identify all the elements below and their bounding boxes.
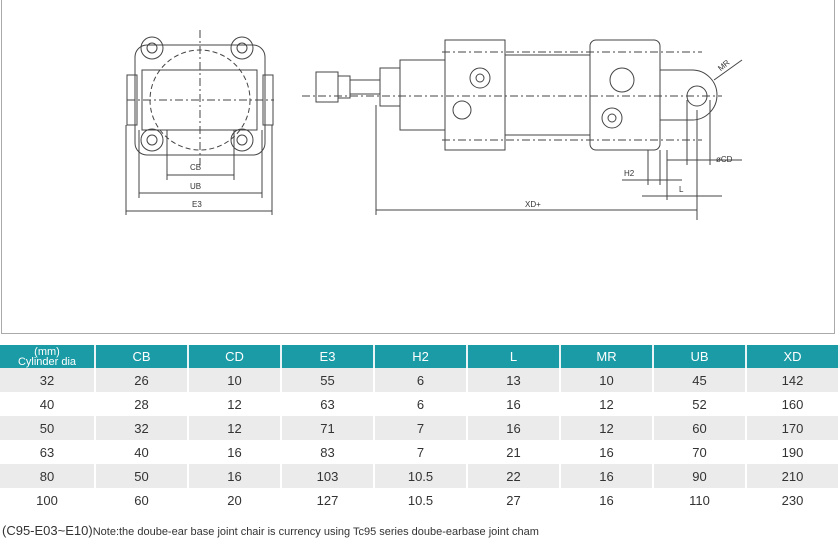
table-cell: 170 bbox=[746, 416, 840, 440]
table-cell: 100 bbox=[0, 488, 96, 512]
table-cell: 12 bbox=[188, 416, 282, 440]
table-cell: 50 bbox=[0, 416, 96, 440]
header-h2: H2 bbox=[374, 345, 468, 368]
table-cell: 6 bbox=[374, 392, 468, 416]
table-cell: 160 bbox=[746, 392, 840, 416]
header-unit: (mm) bbox=[34, 345, 60, 358]
table-cell: 52 bbox=[653, 392, 747, 416]
table-cell: 60 bbox=[95, 488, 189, 512]
label-xd: XD+ bbox=[525, 200, 541, 209]
table-cell: 70 bbox=[653, 440, 747, 464]
table-cell: 26 bbox=[95, 368, 189, 392]
table-cell: 28 bbox=[95, 392, 189, 416]
table-cell: 63 bbox=[0, 440, 96, 464]
note-text: Note:the doube-ear base joint chair is c… bbox=[92, 526, 539, 538]
header-cd: CD bbox=[188, 345, 282, 368]
table-cell: 71 bbox=[281, 416, 375, 440]
table-cell: 103 bbox=[281, 464, 375, 488]
table-cell: 142 bbox=[746, 368, 840, 392]
table-cell: 16 bbox=[188, 464, 282, 488]
table-cell: 16 bbox=[560, 440, 654, 464]
table-cell: 80 bbox=[0, 464, 96, 488]
side-view bbox=[302, 39, 743, 220]
header-mr: MR bbox=[560, 345, 654, 368]
table-cell: 16 bbox=[467, 392, 561, 416]
table-cell: 60 bbox=[653, 416, 747, 440]
table-cell: 32 bbox=[0, 368, 96, 392]
table-cell: 12 bbox=[560, 416, 654, 440]
label-l: L bbox=[679, 185, 684, 194]
table-cell: 32 bbox=[95, 416, 189, 440]
header-first: Cylinder dia bbox=[17, 355, 77, 368]
table-cell: 12 bbox=[188, 392, 282, 416]
table-cell: 210 bbox=[746, 464, 840, 488]
header-xd: XD bbox=[746, 345, 840, 368]
table-cell: 27 bbox=[467, 488, 561, 512]
table-cell: 10.5 bbox=[374, 488, 468, 512]
header-cylinder-dia: (mm)Cylinder dia bbox=[0, 345, 96, 368]
label-mr: MR bbox=[716, 58, 731, 73]
technical-drawing: CB UB E3 H2 L XD+ MR øCD bbox=[125, 30, 743, 220]
table-cell: 6 bbox=[374, 368, 468, 392]
table-cell: 16 bbox=[188, 440, 282, 464]
table-cell: 7 bbox=[374, 416, 468, 440]
table-cell: 10.5 bbox=[374, 464, 468, 488]
label-h2: H2 bbox=[624, 169, 635, 178]
table-cell: 40 bbox=[95, 440, 189, 464]
label-cb: CB bbox=[190, 163, 201, 172]
header-cb: CB bbox=[95, 345, 189, 368]
drawing-panel: CB UB E3 H2 L XD+ MR øCD bbox=[1, 0, 835, 334]
table-cell: 16 bbox=[560, 464, 654, 488]
table-cell: 20 bbox=[188, 488, 282, 512]
table-cell: 190 bbox=[746, 440, 840, 464]
table-cell: 12 bbox=[560, 392, 654, 416]
label-cd: øCD bbox=[716, 155, 733, 164]
table-cell: 63 bbox=[281, 392, 375, 416]
table-cell: 45 bbox=[653, 368, 747, 392]
table-cell: 21 bbox=[467, 440, 561, 464]
table-cell: 230 bbox=[746, 488, 840, 512]
table-cell: 10 bbox=[188, 368, 282, 392]
footnote: (C95-E03~E10)Note:the doube-ear base joi… bbox=[2, 523, 539, 538]
header-l: L bbox=[467, 345, 561, 368]
table-cell: 40 bbox=[0, 392, 96, 416]
table-cell: 10 bbox=[560, 368, 654, 392]
table-cell: 16 bbox=[467, 416, 561, 440]
note-code: (C95-E03~E10) bbox=[2, 523, 93, 538]
table-cell: 22 bbox=[467, 464, 561, 488]
table-cell: 55 bbox=[281, 368, 375, 392]
table-cell: 7 bbox=[374, 440, 468, 464]
label-e3: E3 bbox=[192, 200, 202, 209]
front-view bbox=[125, 30, 274, 215]
header-e3: E3 bbox=[281, 345, 375, 368]
table-cell: 16 bbox=[560, 488, 654, 512]
table-cell: 127 bbox=[281, 488, 375, 512]
table-cell: 50 bbox=[95, 464, 189, 488]
header-ub: UB bbox=[653, 345, 747, 368]
table-cell: 83 bbox=[281, 440, 375, 464]
table-cell: 90 bbox=[653, 464, 747, 488]
label-ub: UB bbox=[190, 182, 201, 191]
table-cell: 110 bbox=[653, 488, 747, 512]
table-cell: 13 bbox=[467, 368, 561, 392]
